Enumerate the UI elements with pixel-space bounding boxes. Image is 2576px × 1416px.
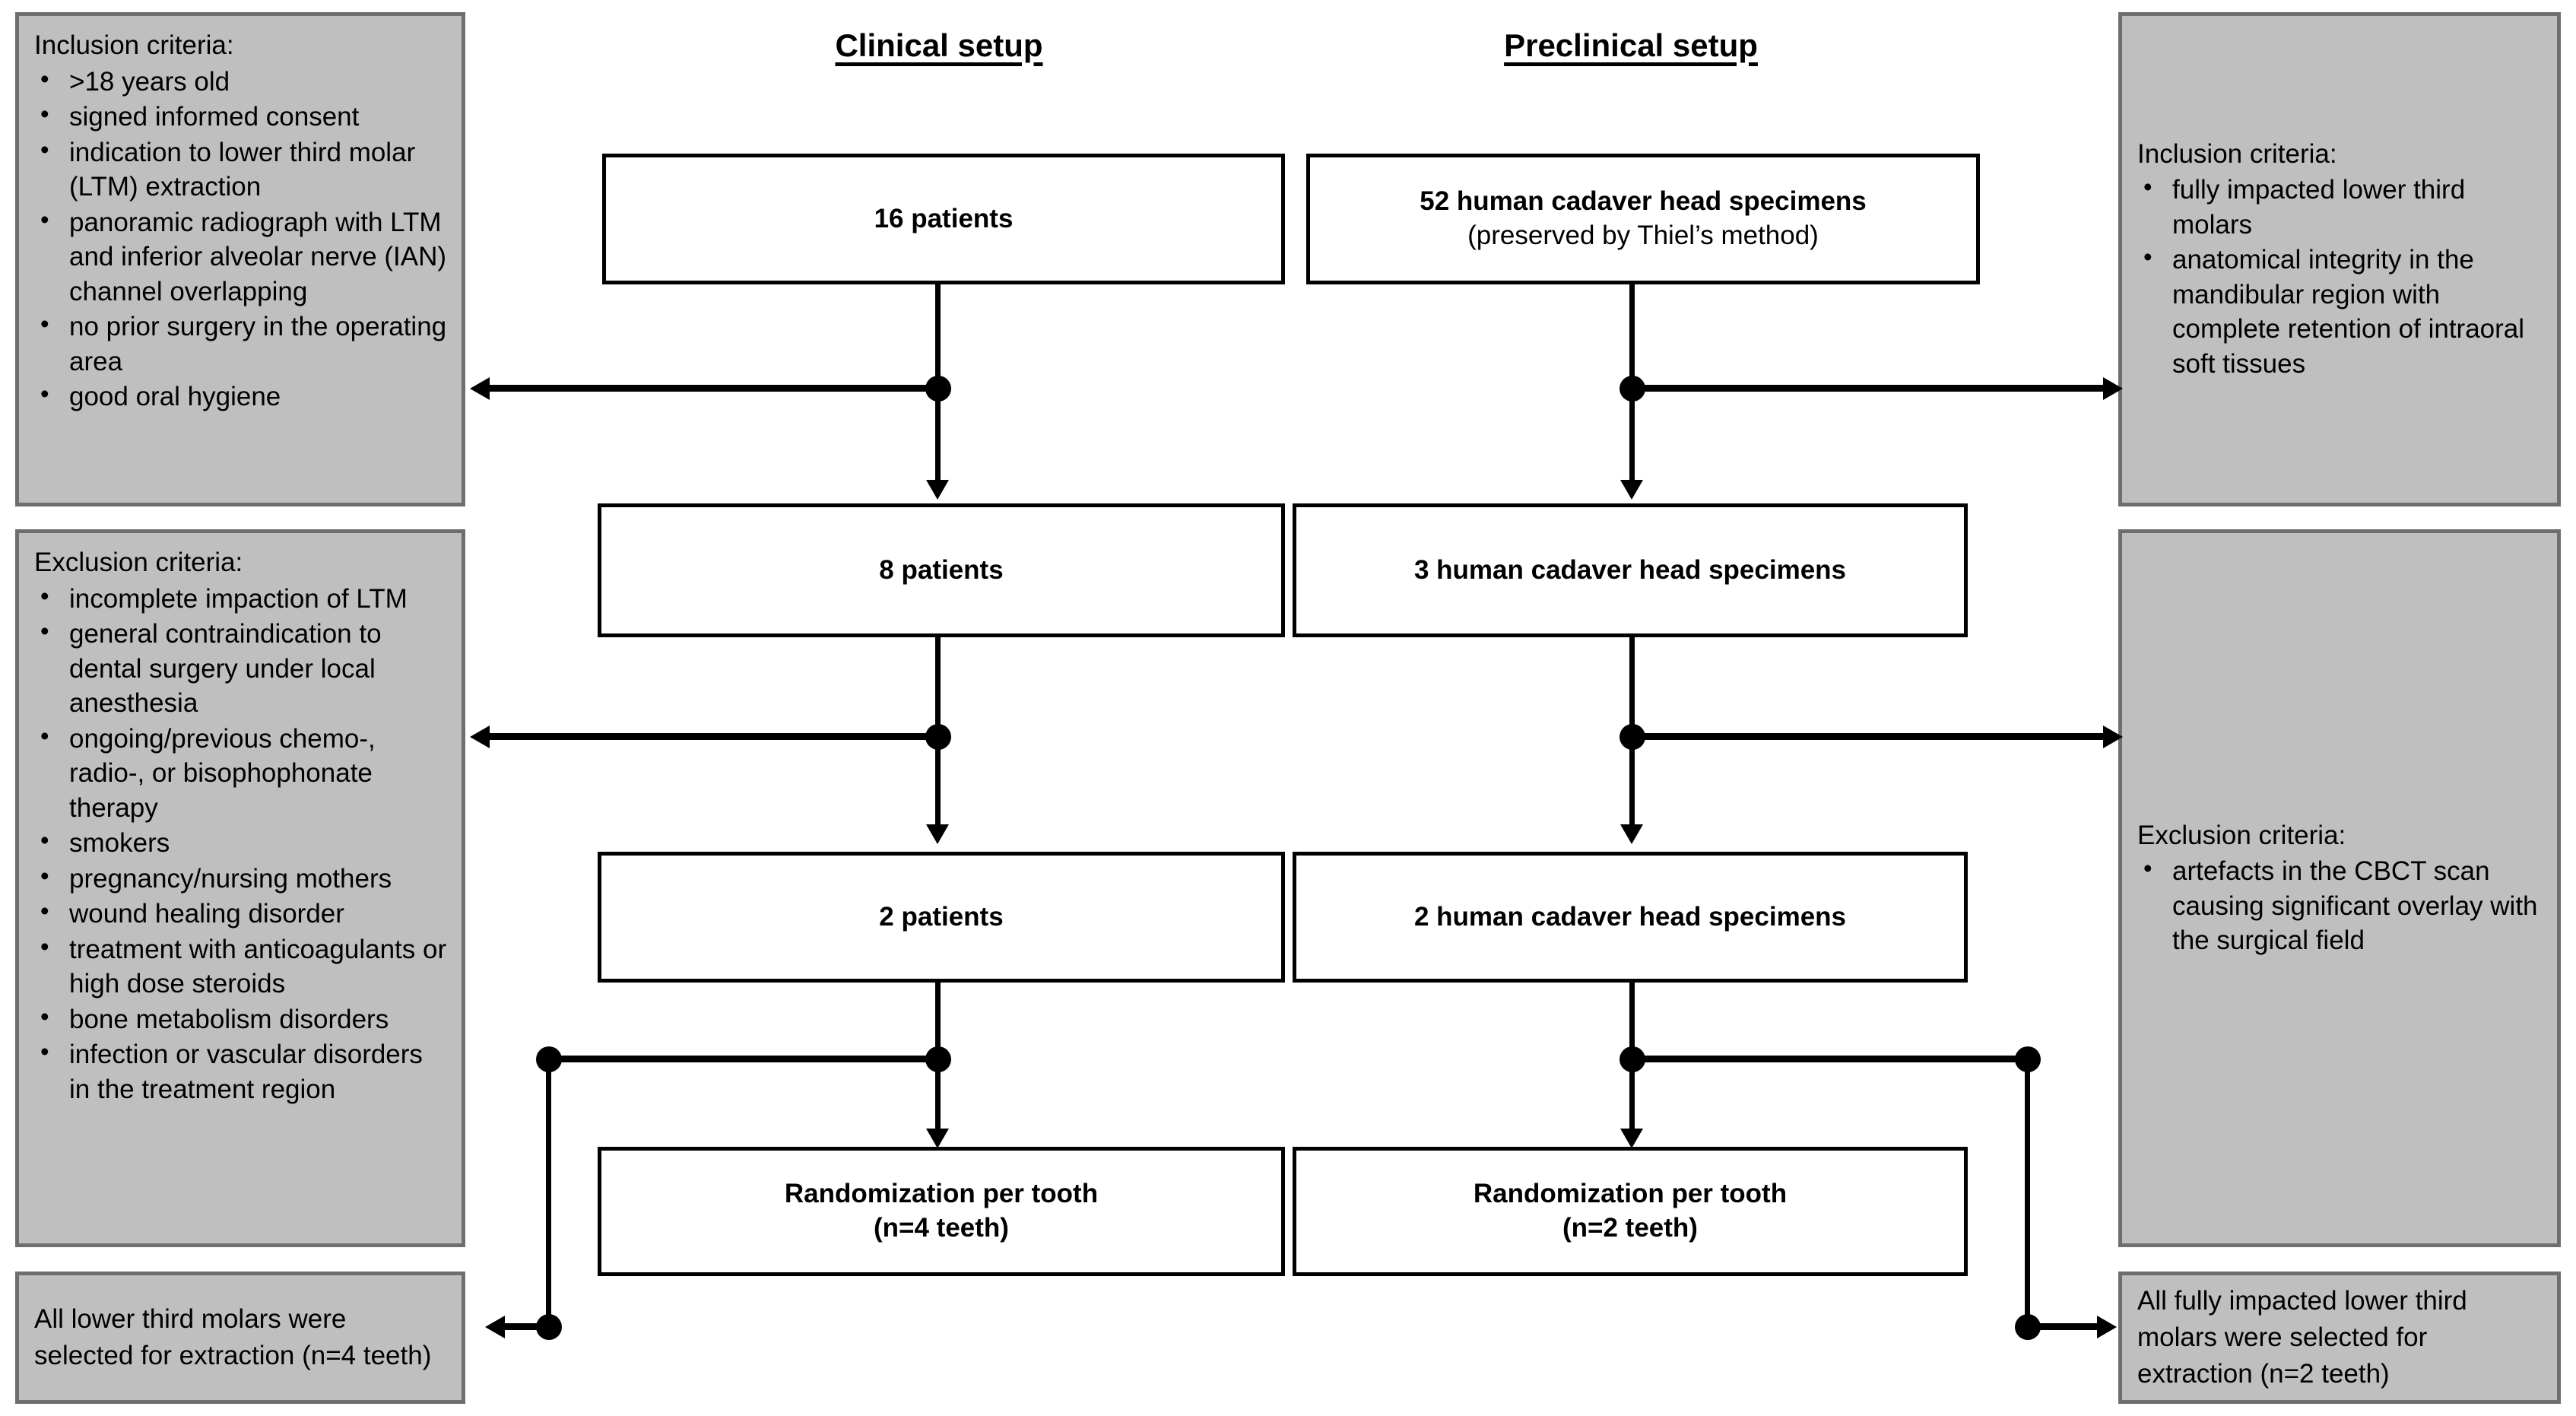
- flow-box-clinical-4: Randomization per tooth (n=4 teeth): [598, 1147, 1285, 1276]
- column-title-preclinical: Preclinical setup: [1504, 27, 1758, 63]
- left-exclusion-criteria-panel: Exclusion criteria: incomplete impaction…: [15, 529, 465, 1247]
- arrow-clinical-2-down-head: [926, 824, 949, 844]
- arrow-preclinical-1-down-head: [1620, 480, 1643, 500]
- arrow-clinical-2-left-head: [470, 725, 490, 748]
- flow-box-preclinical-1-line2: (preserved by Thiel’s method): [1467, 221, 1819, 250]
- connector-preclinical-3-vertical-lower: [1629, 1059, 1635, 1132]
- right-exclusion-heading: Exclusion criteria:: [2137, 820, 2346, 850]
- list-item: incomplete impaction of LTM: [34, 580, 448, 617]
- list-item: good oral hygiene: [34, 378, 448, 414]
- flow-box-preclinical-1: 52 human cadaver head specimens (preserv…: [1306, 154, 1980, 284]
- left-inclusion-criteria-panel: Inclusion criteria: >18 years old signed…: [15, 12, 465, 506]
- arrow-preclinical-2-down-head: [1620, 824, 1643, 844]
- left-outcome-text: All lower third molars were selected for…: [34, 1303, 432, 1370]
- flow-box-preclinical-1-line1: 52 human cadaver head specimens: [1420, 186, 1867, 217]
- left-inclusion-heading: Inclusion criteria:: [34, 30, 234, 60]
- connector-clinical-3-vertical-upper: [935, 979, 941, 1063]
- flow-box-clinical-2-line1: 8 patients: [879, 554, 1004, 585]
- list-item: treatment with anticoagulants or high do…: [34, 931, 448, 1002]
- flow-box-preclinical-3-line1: 2 human cadaver head specimens: [1413, 901, 1847, 932]
- flow-box-preclinical-4-line2: (n=2 teeth): [1562, 1213, 1698, 1243]
- connector-node-preclinical-branch-bottom: [2015, 1314, 2041, 1340]
- flow-box-preclinical-4: Randomization per tooth (n=2 teeth): [1293, 1147, 1968, 1276]
- left-exclusion-list: incomplete impaction of LTM general cont…: [34, 580, 448, 1107]
- connector-preclinical-branch-horizontal: [2038, 1323, 2099, 1330]
- connector-clinical-1-horizontal: [490, 385, 938, 392]
- list-item: no prior surgery in the operating area: [34, 308, 448, 379]
- list-item: bone metabolism disorders: [34, 1001, 448, 1037]
- arrow-clinical-1-down-head: [926, 480, 949, 500]
- left-outcome-panel: All lower third molars were selected for…: [15, 1272, 465, 1404]
- connector-clinical-1-vertical-upper: [935, 283, 941, 393]
- arrow-preclinical-2-right-head: [2103, 725, 2123, 748]
- right-outcome-text: All fully impacted lower third molars we…: [2137, 1285, 2467, 1389]
- flow-box-clinical-3-line1: 2 patients: [879, 901, 1004, 932]
- list-item: pregnancy/nursing mothers: [34, 860, 448, 897]
- list-item: signed informed consent: [34, 98, 448, 135]
- column-title-clinical: Clinical setup: [835, 27, 1043, 63]
- connector-clinical-branch-vertical: [546, 1056, 551, 1326]
- connector-preclinical-1-vertical-upper: [1629, 283, 1635, 393]
- flow-box-clinical-1: 16 patients: [602, 154, 1285, 284]
- flow-box-clinical-2: 8 patients: [598, 503, 1285, 637]
- list-item: infection or vascular disorders in the t…: [34, 1036, 448, 1106]
- list-item: ongoing/previous chemo-, radio-, or biso…: [34, 720, 448, 826]
- connector-clinical-3-vertical-lower: [935, 1059, 941, 1132]
- right-inclusion-list: fully impacted lower third molars anatom…: [2137, 171, 2543, 381]
- list-item: fully impacted lower third molars: [2137, 171, 2543, 242]
- arrow-preclinical-1-right-head: [2103, 377, 2123, 400]
- connector-preclinical-2-horizontal: [1639, 733, 2105, 740]
- connector-clinical-1-vertical-lower: [935, 388, 941, 483]
- connector-preclinical-2-vertical-upper: [1629, 635, 1635, 741]
- list-item: wound healing disorder: [34, 895, 448, 932]
- connector-preclinical-3-vertical-upper: [1629, 979, 1635, 1063]
- connector-clinical-2-vertical-lower: [935, 736, 941, 827]
- connector-preclinical-1-horizontal: [1639, 385, 2105, 392]
- list-item: >18 years old: [34, 63, 448, 100]
- left-exclusion-heading: Exclusion criteria:: [34, 548, 243, 577]
- right-exclusion-criteria-panel: Exclusion criteria: artefacts in the CBC…: [2118, 529, 2561, 1247]
- connector-clinical-branch-horizontal: [505, 1323, 550, 1330]
- list-item: general contraindication to dental surge…: [34, 615, 448, 721]
- left-inclusion-list: >18 years old signed informed consent in…: [34, 63, 448, 414]
- flow-box-preclinical-3: 2 human cadaver head specimens: [1293, 852, 1968, 983]
- connector-preclinical-3-horizontal: [1639, 1056, 2035, 1062]
- flow-box-preclinical-2-line1: 3 human cadaver head specimens: [1413, 554, 1847, 585]
- list-item: anatomical integrity in the mandibular r…: [2137, 241, 2543, 381]
- flow-box-clinical-4-line2: (n=4 teeth): [874, 1213, 1009, 1243]
- list-item: panoramic radiograph with LTM and inferi…: [34, 204, 448, 310]
- flow-box-clinical-3: 2 patients: [598, 852, 1285, 983]
- flow-box-preclinical-4-line1: Randomization per tooth: [1473, 1179, 1788, 1209]
- arrow-clinical-3-down-head: [926, 1129, 949, 1148]
- list-item: artefacts in the CBCT scan causing signi…: [2137, 852, 2543, 958]
- arrow-preclinical-branch-right-head: [2097, 1316, 2117, 1338]
- arrow-clinical-branch-left-head: [485, 1316, 505, 1338]
- right-inclusion-criteria-panel: Inclusion criteria: fully impacted lower…: [2118, 12, 2561, 506]
- arrow-preclinical-3-down-head: [1620, 1129, 1643, 1148]
- flow-box-clinical-1-line1: 16 patients: [874, 203, 1014, 233]
- right-inclusion-heading: Inclusion criteria:: [2137, 138, 2337, 169]
- list-item: smokers: [34, 824, 448, 861]
- list-item: indication to lower third molar (LTM) ex…: [34, 134, 448, 205]
- connector-clinical-2-horizontal: [490, 733, 938, 740]
- connector-preclinical-1-vertical-lower: [1629, 388, 1635, 483]
- arrow-clinical-1-left-head: [470, 377, 490, 400]
- connector-clinical-2-vertical-upper: [935, 635, 941, 741]
- connector-preclinical-branch-vertical: [2025, 1056, 2030, 1326]
- connector-preclinical-2-vertical-lower: [1629, 736, 1635, 827]
- right-exclusion-list: artefacts in the CBCT scan causing signi…: [2137, 852, 2543, 958]
- flow-box-clinical-4-line1: Randomization per tooth: [784, 1179, 1099, 1209]
- connector-clinical-3-horizontal: [549, 1056, 938, 1062]
- right-outcome-panel: All fully impacted lower third molars we…: [2118, 1272, 2561, 1404]
- flow-box-preclinical-2: 3 human cadaver head specimens: [1293, 503, 1968, 637]
